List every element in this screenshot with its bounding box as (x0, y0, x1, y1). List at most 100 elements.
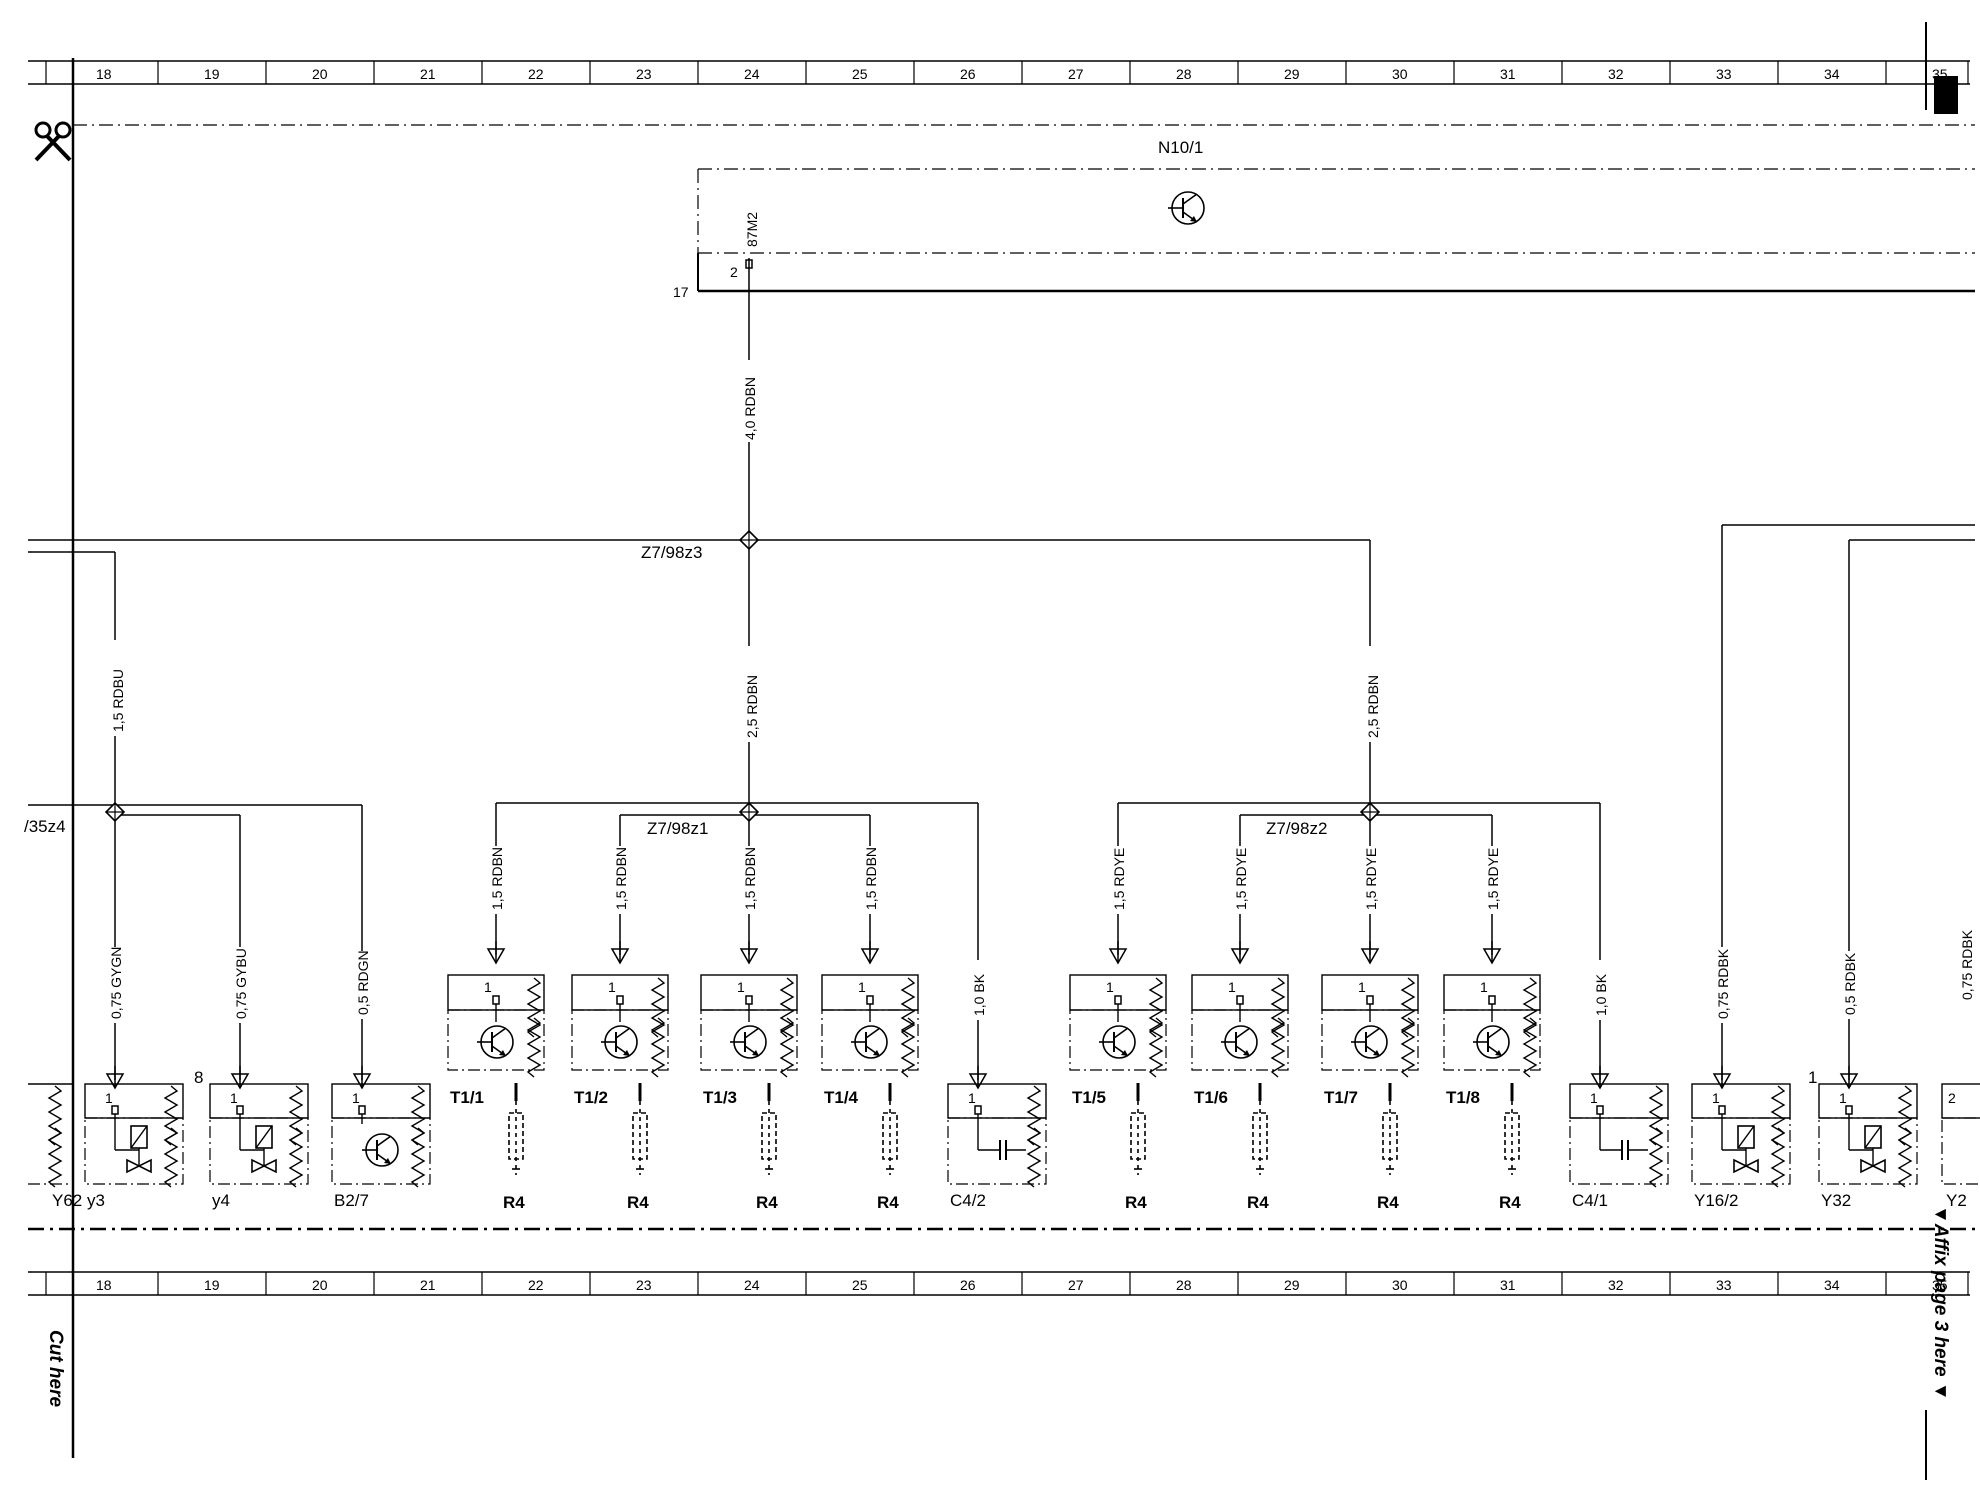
wire-label-t17: 1,5 RDYE (1363, 848, 1379, 910)
pin-one: 1 (608, 979, 616, 995)
pin-one: 1 (1839, 1090, 1847, 1106)
component-y62[interactable]: Y62 (28, 1083, 82, 1210)
component-label-t15: T1/5 (1072, 1088, 1106, 1107)
splice-z1-label: Z7/98z1 (647, 819, 708, 838)
transistor-module-t14[interactable]: 1T1/4 (821, 940, 919, 1107)
resistor-label-r4: R4 (1499, 1193, 1521, 1212)
ruler-number-32: 32 (1608, 1277, 1624, 1293)
component-c42[interactable]: 1C4/2 (947, 1065, 1047, 1210)
resistor-label-r4: R4 (1377, 1193, 1399, 1212)
resistor-r4[interactable]: R4 (1499, 1081, 1521, 1212)
ruler-number-31: 31 (1500, 66, 1516, 82)
ruler-number-33: 33 (1716, 66, 1732, 82)
component-label-t14: T1/4 (824, 1088, 859, 1107)
resistor-r4[interactable]: R4 (1125, 1081, 1147, 1212)
pin-one: 1 (1590, 1090, 1598, 1106)
resistor-r4[interactable]: R4 (627, 1081, 649, 1212)
splice-z4-label: /35z4 (24, 817, 66, 836)
control-unit-n10-1[interactable]: N10/1 87M2 2 17 (673, 138, 1975, 300)
resistor-r4[interactable]: R4 (503, 1081, 525, 1212)
ruler-number-26: 26 (960, 1277, 976, 1293)
transistor-module-t18[interactable]: 1T1/8 (1443, 940, 1541, 1107)
component-label-t17: T1/7 (1324, 1088, 1358, 1107)
resistor-label-r4: R4 (877, 1193, 899, 1212)
cut-here-text: Cut here (45, 1330, 66, 1408)
wire-label-t16: 1,5 RDYE (1233, 848, 1249, 910)
ruler-number-19: 19 (204, 66, 220, 82)
transistor-module-t15[interactable]: 1T1/5 (1069, 940, 1167, 1107)
ruler-number-29: 29 (1284, 1277, 1300, 1293)
control-unit-pin-number: 2 (730, 264, 738, 280)
resistor-r4[interactable]: R4 (877, 1081, 899, 1212)
pin-one: 1 (968, 1090, 976, 1106)
ruler-number-22: 22 (528, 1277, 544, 1293)
component-y3[interactable]: 1y3 (84, 1065, 184, 1210)
wire-label-t18: 1,5 RDYE (1485, 848, 1501, 910)
component-label-y3: y3 (87, 1191, 105, 1210)
ruler-number-30: 30 (1392, 1277, 1408, 1293)
transistor-module-t17[interactable]: 1T1/7 (1321, 940, 1419, 1107)
resistor-label-r4: R4 (756, 1193, 778, 1212)
ruler-number-34: 34 (1824, 66, 1840, 82)
ruler-number-29: 29 (1284, 66, 1300, 82)
transistor-module-t11[interactable]: 1T1/1 (447, 940, 545, 1107)
wire-label-left-z4: 1,5 RDBU (110, 669, 126, 732)
wire-label-c42: 1,0 BK (971, 973, 987, 1016)
splice-z1 (739, 802, 759, 822)
ruler-number-27: 27 (1068, 66, 1084, 82)
component-y4[interactable]: 1 y4 (209, 1065, 309, 1210)
ruler-number-22: 22 (528, 66, 544, 82)
pin-one-y32: 1 (1808, 1068, 1817, 1087)
ruler-number-32: 32 (1608, 66, 1624, 82)
ruler-number-23: 23 (636, 1277, 652, 1293)
component-label-y32: Y32 (1821, 1191, 1851, 1210)
splice-z3-label: Z7/98z3 (641, 543, 702, 562)
transistor-module-t13[interactable]: 1T1/3 (700, 940, 798, 1107)
ruler-number-23: 23 (636, 66, 652, 82)
pin-one: 1 (1228, 979, 1236, 995)
registration-mark (1934, 76, 1958, 114)
pin-one: 1 (858, 979, 866, 995)
resistor-label-r4: R4 (1125, 1193, 1147, 1212)
component-label-b27: B2/7 (334, 1191, 369, 1210)
pin-two: 2 (1948, 1090, 1956, 1106)
component-label-y62: Y62 (52, 1191, 82, 1210)
pin-one: 1 (484, 979, 492, 995)
component-label-y162: Y16/2 (1694, 1191, 1738, 1210)
ruler-number-24: 24 (744, 1277, 760, 1293)
pin-one: 1 (1106, 979, 1114, 995)
wire-label-to-z1: 2,5 RDBN (744, 675, 760, 738)
ruler-number-19: 19 (204, 1277, 220, 1293)
pin-one: 1 (230, 1090, 238, 1106)
ruler-number-33: 33 (1716, 1277, 1732, 1293)
wire-label-y3: 0,75 GYGN (108, 947, 124, 1019)
wire-label-t13: 1,5 RDBN (742, 847, 758, 910)
resistor-r4[interactable]: R4 (756, 1081, 778, 1212)
resistor-r4[interactable]: R4 (1377, 1081, 1399, 1212)
ruler-number-20: 20 (312, 1277, 328, 1293)
component-c41[interactable]: 1C4/1 (1569, 1065, 1669, 1210)
ruler-number-26: 26 (960, 66, 976, 82)
wire-label-to-z2: 2,5 RDBN (1365, 675, 1381, 738)
transistor-module-t12[interactable]: 1T1/2 (571, 940, 669, 1107)
wire-label-b27: 0,5 RDGN (355, 950, 371, 1015)
splice-z3 (739, 530, 759, 550)
main-wire-label (741, 360, 757, 442)
pin-eight: 8 (194, 1068, 203, 1087)
transistor-module-t16[interactable]: 1T1/6 (1191, 940, 1289, 1107)
ruler-number-30: 30 (1392, 66, 1408, 82)
resistor-label-r4: R4 (503, 1193, 525, 1212)
ruler-number-34: 34 (1824, 1277, 1840, 1293)
wire-label-t11: 1,5 RDBN (489, 847, 505, 910)
resistor-r4[interactable]: R4 (1247, 1081, 1269, 1212)
control-unit-line-number: 17 (673, 284, 689, 300)
wire-label-t14: 1,5 RDBN (863, 847, 879, 910)
ruler-number-27: 27 (1068, 1277, 1084, 1293)
wire-label-y4: 0,75 GYBU (233, 948, 249, 1019)
component-b27[interactable]: 1B2/7 (331, 1065, 431, 1210)
component-label-y4: y4 (212, 1191, 230, 1210)
